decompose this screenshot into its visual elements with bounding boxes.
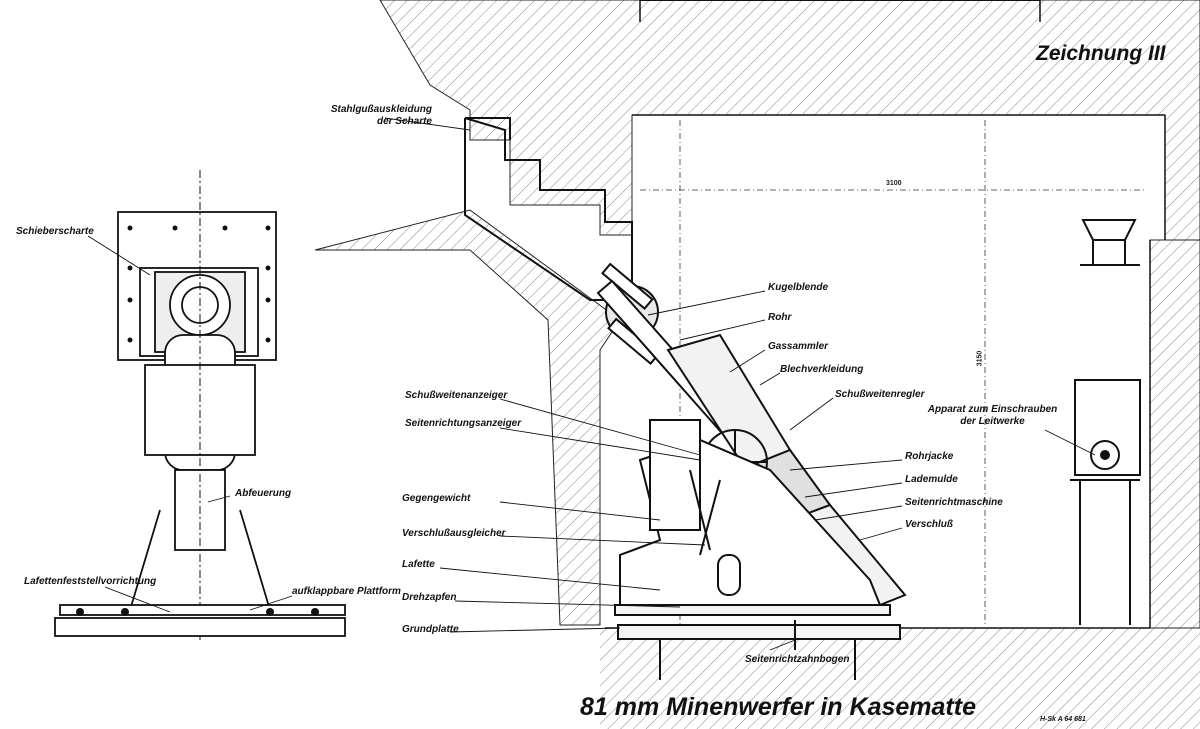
drawing-number: Zeichnung III	[1036, 42, 1166, 65]
label-lafettenfeststellvorrichtung: Lafettenfeststellvorrichtung	[24, 576, 157, 587]
label-abfeuerung: Abfeuerung	[235, 488, 292, 499]
label-verschlussausgleicher: Verschlußausgleicher	[402, 528, 506, 539]
label-seitenrichtmaschine: Seitenrichtmaschine	[905, 497, 1003, 508]
label-schussweitenanzeiger: Schußweitenanzeiger	[405, 390, 508, 401]
label-seitenrichtzahnbogen: Seitenrichtzahnbogen	[745, 654, 850, 665]
reference-number: H-Sk A 64 681	[1040, 716, 1086, 723]
label-rohr: Rohr	[768, 312, 792, 323]
base-plate	[614, 604, 901, 680]
dimension-3100: 3100	[886, 180, 902, 187]
label-verschluss: Verschluß	[905, 519, 953, 530]
label-stahlguss: Stahlgußauskleidung der Scharte	[330, 104, 432, 127]
dimension-3150: 3150	[976, 350, 984, 367]
label-rohrjacke: Rohrjacke	[905, 451, 954, 462]
main-title: 81 mm Minenwerfer in Kasematte	[580, 693, 976, 721]
label-gassammler: Gassammler	[768, 341, 829, 352]
label-apparat: Apparat zum Einschrauben der Leitwerke	[927, 404, 1058, 427]
label-seitenrichtungsanzeiger: Seitenrichtungsanzeiger	[405, 418, 522, 429]
label-aufklappbare-plattform: aufklappbare Plattform	[292, 586, 401, 597]
concrete-hatching	[314, 0, 1200, 729]
tail-apparatus	[1070, 219, 1141, 625]
mount-carriage	[619, 419, 882, 606]
label-gegengewicht: Gegengewicht	[402, 493, 471, 504]
label-lafette: Lafette	[402, 559, 435, 570]
leader-lines	[87, 117, 1096, 651]
label-schieberscharte: Schieberscharte	[16, 226, 94, 237]
label-kugelblende: Kugelblende	[768, 282, 829, 293]
bolt-dots	[76, 225, 319, 616]
front-view	[54, 170, 346, 640]
embrasure-lining	[464, 117, 633, 301]
label-drehzapfen: Drehzapfen	[402, 592, 457, 603]
label-grundplatte: Grundplatte	[402, 624, 459, 635]
label-blechverkleidung: Blechverkleidung	[780, 364, 864, 375]
label-schussweitenregler: Schußweitenregler	[835, 389, 925, 400]
label-lademulde: Lademulde	[905, 474, 958, 485]
